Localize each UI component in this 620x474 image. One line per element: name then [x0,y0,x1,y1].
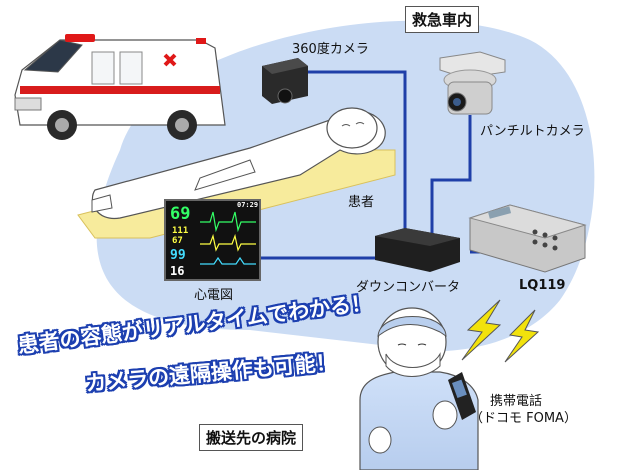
lq119-device-icon [468,204,587,273]
down-converter-icon [375,228,460,272]
ecg-hr-value: 69 [170,204,191,224]
ecg-spo2-value: 99 [170,248,186,263]
camera-360-label: 360度カメラ [292,42,369,57]
phone-label-line1: 携帯電話 [490,394,543,409]
ambulance-icon [14,34,226,140]
phone-label-line2: （ドコモ FOMA） [470,411,577,426]
hospital-label: 搬送先の病院 [199,424,304,451]
patient-figure [77,107,396,239]
ecg-bp-sys-value: 111 [172,226,189,236]
ecg-resp-value: 16 [170,264,185,278]
doctor-figure [359,307,479,471]
pan-tilt-camera-label: パンチルトカメラ [480,124,585,139]
lightning-icon [461,299,540,363]
pan-tilt-camera-icon [439,51,506,115]
lq119-label: LQ119 [519,278,566,293]
ecg-label: 心電図 [194,288,234,303]
camera-360-icon [262,58,308,104]
ecg-bp-dia-value: 67 [172,236,183,246]
ecg-clock-value: 07:29 [237,201,259,209]
down-converter-label: ダウンコンバータ [356,280,461,295]
ecg-monitor [164,199,261,281]
ambulance-interior-label: 救急車内 [405,6,480,33]
patient-label: 患者 [348,195,375,210]
